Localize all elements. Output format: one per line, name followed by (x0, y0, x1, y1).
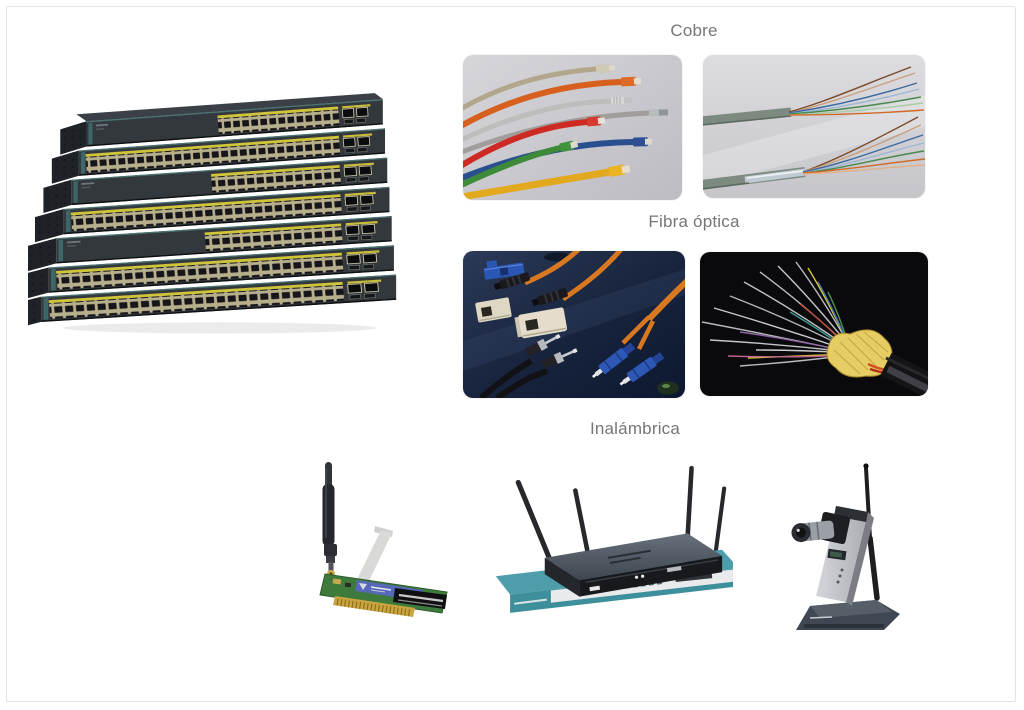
antenna-icon (322, 462, 337, 572)
copper-patch-cables-image (463, 55, 682, 200)
fiber-coupler-ivory (514, 307, 568, 339)
fiber-sc-connector (619, 352, 665, 386)
fiber-st-connector (541, 348, 578, 370)
fiber-coupler-blue (483, 260, 525, 280)
fiber-connectors-image (463, 251, 685, 398)
section-label-wireless: Inalámbrica (589, 419, 681, 438)
fiber-mtrj-connector (531, 288, 568, 306)
fiber-cable-strands-image (700, 252, 928, 396)
fiber-mtrj-connector (493, 272, 530, 290)
wireless-pci-card-image (295, 456, 460, 626)
switch-stack-image (28, 82, 406, 336)
antenna-icon (515, 465, 727, 565)
fiber-sc-connector (591, 342, 636, 379)
rj45-connector (595, 64, 616, 73)
section-label-copper: Cobre (670, 21, 718, 40)
section-label-fiber: Fibra óptica (648, 212, 740, 231)
fiber-coupler-ivory (475, 297, 512, 323)
wireless-camera-image (780, 448, 910, 640)
fiber-st-connector (524, 333, 561, 357)
camera-lens (791, 520, 835, 543)
wireless-router-image (487, 460, 733, 618)
copper-twisted-pair-image (703, 55, 925, 198)
